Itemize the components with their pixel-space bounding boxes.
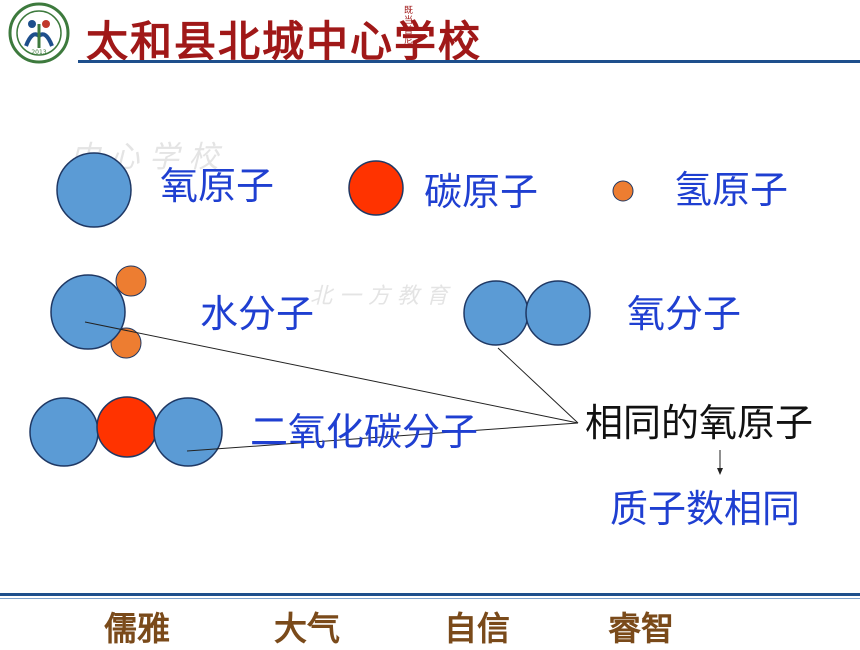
co2-oxygen-atom-left <box>29 397 99 467</box>
oxygen-atom-legend <box>56 152 132 228</box>
school-logo: 2013 <box>8 2 70 64</box>
water-oxygen-atom <box>50 274 126 350</box>
co2-molecule-label: 二氧化碳分子 <box>250 410 479 454</box>
o2-oxygen-atom-right <box>525 280 591 346</box>
water-hydrogen-atom-bottom <box>110 327 142 359</box>
arrow-head <box>717 468 723 475</box>
pointer-line-o2 <box>497 347 579 424</box>
same-proton-number-label: 质子数相同 <box>610 487 801 531</box>
watermark-2: 北 一 方 教 育 <box>310 284 448 309</box>
svg-text:2013: 2013 <box>31 49 46 56</box>
small-motto: 既 当 首 尼 <box>404 6 414 46</box>
o2-oxygen-atom-left <box>463 280 529 346</box>
water-molecule-label: 水分子 <box>200 292 315 336</box>
oxygen-molecule-label: 氧分子 <box>627 292 742 336</box>
motto-3: 自信 <box>444 609 510 648</box>
motto-1: 儒雅 <box>104 609 170 648</box>
oxygen-atom-label: 氧原子 <box>160 164 275 208</box>
motto-2: 大气 <box>274 609 340 648</box>
co2-oxygen-atom-right <box>153 397 223 467</box>
same-oxygen-atom-label: 相同的氧原子 <box>585 401 814 445</box>
footer-rule-thin <box>0 598 860 599</box>
hydrogen-atom-label: 氢原子 <box>674 168 789 212</box>
carbon-atom-label: 碳原子 <box>424 170 539 214</box>
school-name: 太和县北城中心学校 <box>86 17 483 66</box>
co2-carbon-atom <box>96 396 158 458</box>
pointer-line-co2 <box>186 422 579 452</box>
header: 2013 太和县北城中心学校 既 当 首 尼 <box>0 0 860 70</box>
hydrogen-atom-legend <box>612 180 634 202</box>
header-rule <box>78 60 860 63</box>
motto-4: 睿智 <box>608 609 674 648</box>
water-hydrogen-atom-top <box>115 265 147 297</box>
footer-rule <box>0 593 860 596</box>
carbon-atom-legend <box>348 160 404 216</box>
pointer-line-water <box>84 321 579 424</box>
